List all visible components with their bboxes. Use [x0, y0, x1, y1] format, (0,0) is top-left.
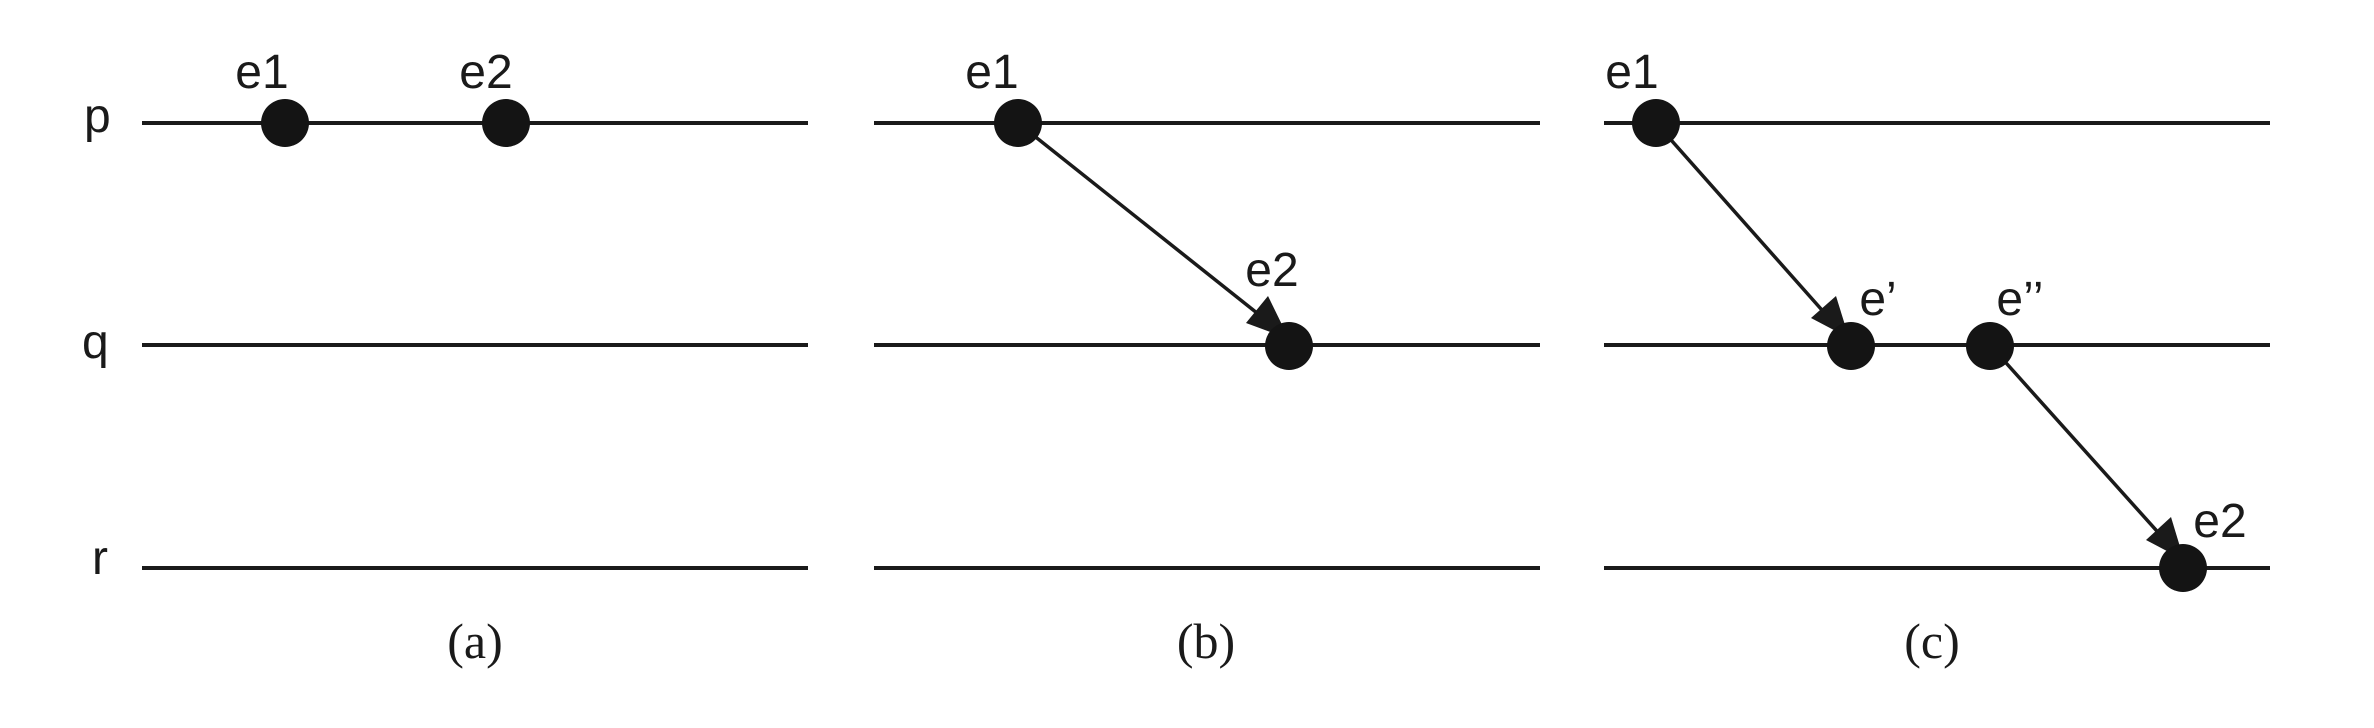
panel-caption-a: (a) [447, 613, 503, 669]
message-arrow-c-edoubleprime-e2 [1988, 343, 2166, 541]
event-label-c-e2: e2 [2193, 495, 2246, 548]
process-label-p: p [84, 90, 111, 143]
process-label-r: r [92, 532, 108, 585]
event-label-b-e2: e2 [1245, 244, 1298, 297]
event-label-c-eprime: e’ [1859, 273, 1896, 326]
event-dot-c-e1 [1632, 99, 1680, 147]
event-dot-c-edoubleprime [1966, 322, 2014, 370]
message-arrow-b-e1-e2 [1016, 121, 1264, 319]
event-label-c-e1: e1 [1605, 46, 1658, 99]
event-label-c-edoubleprime: e’’ [1996, 273, 2043, 326]
event-dot-c-e2 [2159, 544, 2207, 592]
panel-c: e1 e’ e’’ e2 (c) [1604, 46, 2270, 669]
event-dot-a-e1 [261, 99, 309, 147]
event-dot-b-e2 [1265, 322, 1313, 370]
event-label-b-e1: e1 [965, 46, 1018, 99]
event-dot-a-e2 [482, 99, 530, 147]
event-label-a-e2: e2 [459, 46, 512, 99]
event-label-a-e1: e1 [235, 46, 288, 99]
message-arrow-c-e1-eprime [1654, 121, 1831, 320]
process-label-q: q [82, 316, 109, 369]
event-dot-c-eprime [1827, 322, 1875, 370]
panel-a: e1 e2 (a) [142, 46, 808, 669]
panel-caption-b: (b) [1177, 613, 1235, 669]
panel-b: e1 e2 (b) [874, 46, 1540, 669]
event-dot-b-e1 [994, 99, 1042, 147]
panel-caption-c: (c) [1904, 613, 1960, 669]
